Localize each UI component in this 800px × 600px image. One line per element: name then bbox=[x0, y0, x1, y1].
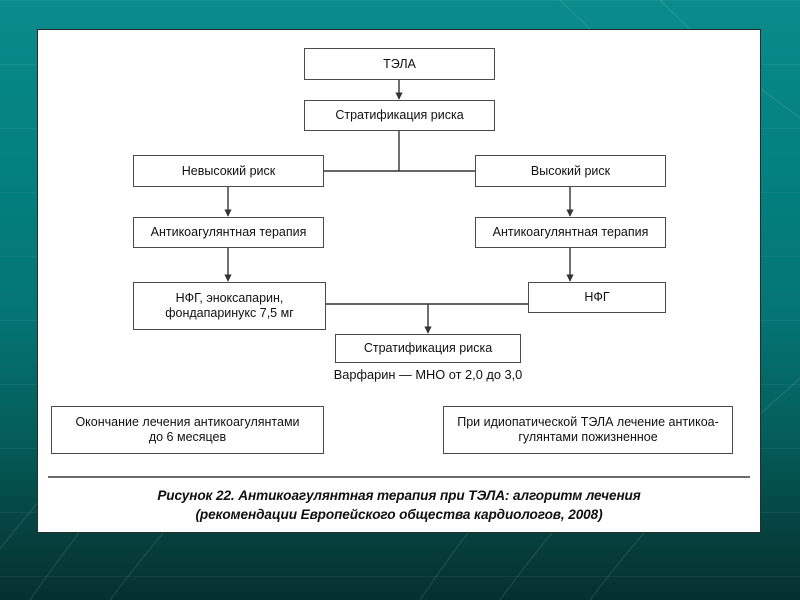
node-high-risk-label: Высокий риск bbox=[530, 163, 611, 178]
node-anticoagulant-therapy-left-label: Антикоагулянтная терапия bbox=[150, 225, 307, 239]
flowchart-connectors bbox=[187, 80, 611, 334]
figure-caption-line2: (рекомендации Европейского общества кард… bbox=[195, 507, 603, 522]
node-idiopathic-line1: При идиопатической ТЭЛА лечение антикоа- bbox=[457, 415, 719, 429]
node-idiopathic-lifelong: При идиопатической ТЭЛА лечение антикоа-… bbox=[443, 406, 733, 454]
node-risk-stratification-mid: Стратификация риска bbox=[335, 334, 521, 363]
node-risk-stratification-top: Стратификация риска bbox=[304, 100, 495, 131]
node-idiopathic-line2: гулянтами пожизненное bbox=[518, 430, 658, 444]
node-low-risk: Невысокий риск bbox=[133, 155, 324, 187]
node-ufh-label: НФГ bbox=[584, 290, 610, 304]
figure-caption: Рисунок 22. Антикоагулянтная терапия при… bbox=[38, 486, 760, 524]
flowchart: ТЭЛА Стратификация риска Невысокий риск … bbox=[38, 30, 760, 470]
node-anticoagulant-therapy-right: Антикоагулянтная терапия bbox=[475, 217, 666, 248]
figure-caption-line1: Рисунок 22. Антикоагулянтная терапия при… bbox=[157, 488, 641, 503]
node-anticoagulant-therapy-left: Антикоагулянтная терапия bbox=[133, 217, 324, 248]
node-anticoagulant-therapy-right-label: Антикоагулянтная терапия bbox=[492, 225, 649, 239]
node-risk-stratification-mid-label: Стратификация риска bbox=[363, 341, 493, 355]
annotation-warfarin-label: Варфарин — МНО от 2,0 до 3,0 bbox=[333, 367, 523, 382]
node-ufh: НФГ bbox=[528, 282, 666, 313]
node-pe: ТЭЛА bbox=[304, 48, 495, 80]
node-end-of-treatment: Окончание лечения антикоагулянтами до 6 … bbox=[51, 406, 324, 454]
node-end-of-treatment-line1: Окончание лечения антикоагулянтами bbox=[75, 415, 300, 429]
node-high-risk: Высокий риск bbox=[475, 155, 666, 187]
node-pe-label: ТЭЛА bbox=[383, 56, 416, 71]
caption-separator bbox=[48, 476, 750, 478]
node-risk-stratification-top-label: Стратификация риска bbox=[335, 108, 464, 122]
figure-panel: ТЭЛА Стратификация риска Невысокий риск … bbox=[38, 30, 760, 532]
node-ufh-enoxaparin-line2: фондапаринукс 7,5 мг bbox=[165, 306, 294, 320]
node-end-of-treatment-line2: до 6 месяцев bbox=[148, 430, 227, 444]
node-low-risk-label: Невысокий риск bbox=[181, 163, 276, 178]
node-ufh-enoxaparin-line1: НФГ, эноксапарин, bbox=[175, 291, 284, 305]
annotation-warfarin: Варфарин — МНО от 2,0 до 3,0 bbox=[295, 367, 561, 382]
node-ufh-enoxaparin-fondaparinux: НФГ, эноксапарин, фондапаринукс 7,5 мг bbox=[133, 282, 326, 330]
